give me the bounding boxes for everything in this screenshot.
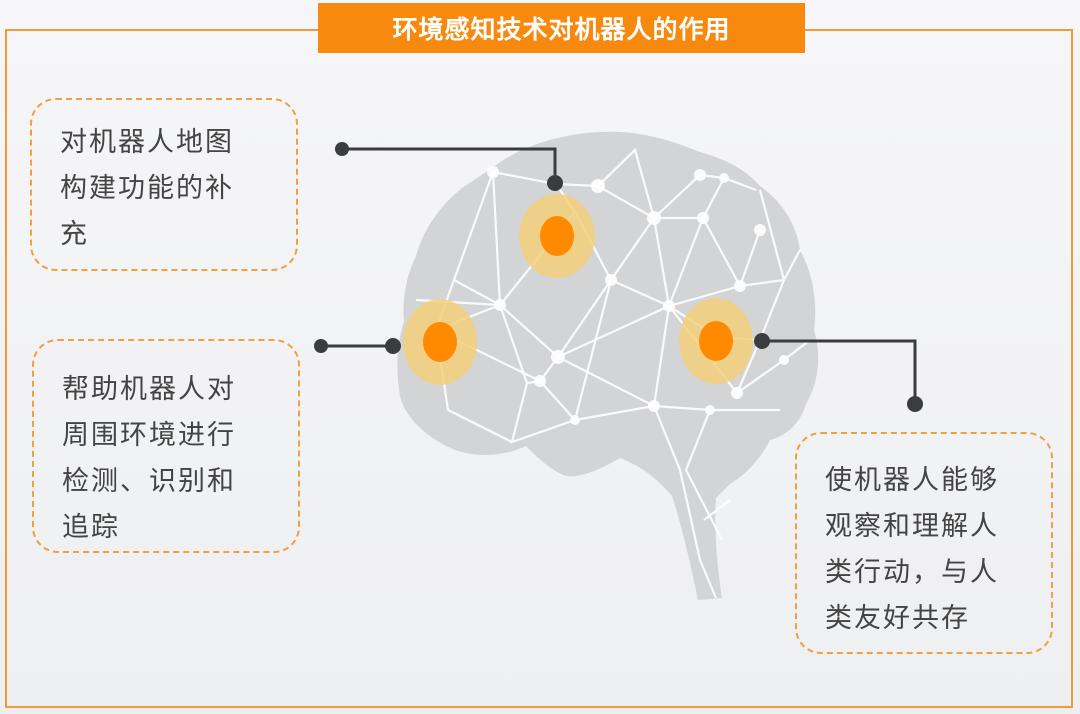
hotspot-right bbox=[679, 298, 753, 384]
connector-dots bbox=[314, 142, 923, 412]
callout-line: 追踪 bbox=[62, 512, 120, 543]
hotspot-top bbox=[519, 194, 595, 278]
callout-line: 类友好共存 bbox=[825, 603, 970, 634]
page-title: 环境感知技术对机器人的作用 bbox=[392, 15, 731, 44]
brain-silhouette bbox=[397, 131, 819, 600]
callout-line: 周围环境进行 bbox=[62, 420, 236, 451]
callout-detection-tracking: 帮助机器人对 周围环境进行 检测、识别和 追踪 bbox=[32, 339, 300, 553]
callout-line: 对机器人地图 bbox=[60, 127, 234, 158]
connector-lines bbox=[321, 147, 917, 404]
hotspot-left bbox=[403, 299, 477, 385]
title-banner: 环境感知技术对机器人的作用 bbox=[318, 3, 805, 53]
callout-human-coexistence: 使机器人能够 观察和理解人 类行动，与人 类友好共存 bbox=[795, 432, 1053, 654]
callout-line: 构建功能的补 bbox=[60, 173, 234, 204]
callout-line: 帮助机器人对 bbox=[62, 374, 236, 405]
callout-line: 使机器人能够 bbox=[825, 465, 999, 496]
network-nodes bbox=[487, 166, 789, 425]
callout-line: 检测、识别和 bbox=[62, 466, 236, 497]
callout-map-building: 对机器人地图 构建功能的补 充 bbox=[30, 98, 298, 271]
callout-line: 类行动，与人 bbox=[825, 557, 999, 588]
callout-line: 充 bbox=[60, 219, 89, 250]
callout-line: 观察和理解人 bbox=[825, 511, 999, 542]
